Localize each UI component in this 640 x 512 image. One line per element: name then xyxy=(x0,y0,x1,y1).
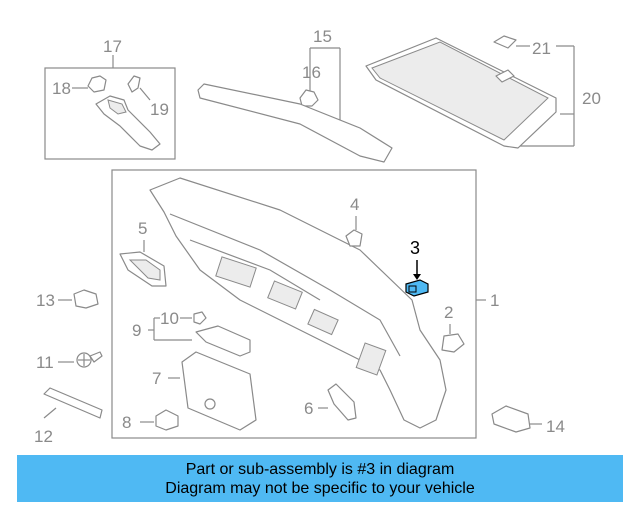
callout-10: 10 xyxy=(160,309,179,328)
callout-15: 15 xyxy=(313,27,332,46)
clip-13 xyxy=(73,289,99,309)
clip-21 xyxy=(493,35,517,49)
banner-line-1: Part or sub-assembly is #3 in diagram xyxy=(185,461,455,478)
clip-16 xyxy=(299,89,319,107)
screw-11 xyxy=(76,351,103,368)
callout-4: 4 xyxy=(350,195,359,214)
callout-18: 18 xyxy=(52,79,71,98)
rail-9 xyxy=(195,325,251,357)
rail-12 xyxy=(43,387,103,419)
group-1-frame xyxy=(111,169,477,439)
callout-6: 6 xyxy=(304,399,313,418)
clip-14 xyxy=(491,405,531,433)
callout-20: 20 xyxy=(582,89,601,108)
clip-4 xyxy=(345,229,363,247)
banner-line-2: Diagram may not be specific to your vehi… xyxy=(165,480,475,497)
part-3-highlighted[interactable] xyxy=(405,279,429,297)
tonneau-handle xyxy=(495,69,515,83)
clip-19 xyxy=(127,75,141,93)
callout-3: 3 xyxy=(410,238,420,258)
callout-14: 14 xyxy=(546,417,565,436)
clip-18 xyxy=(87,75,107,93)
callout-12: 12 xyxy=(34,427,53,446)
callout-7: 7 xyxy=(152,369,161,388)
callout-9: 9 xyxy=(132,321,141,340)
callout-11: 11 xyxy=(36,353,54,372)
clip-6 xyxy=(327,383,357,421)
info-banner: Part or sub-assembly is #3 in diagram Di… xyxy=(17,455,623,502)
group-17-frame xyxy=(44,67,176,160)
callout-17: 17 xyxy=(103,37,122,56)
callout-8: 8 xyxy=(122,413,131,432)
callout-19: 19 xyxy=(150,100,169,119)
callout-21: 21 xyxy=(532,39,551,58)
callout-2: 2 xyxy=(444,303,453,322)
panel-7 xyxy=(181,351,257,431)
callout-16: 16 xyxy=(302,63,321,82)
clip-10 xyxy=(193,311,207,325)
callout-13: 13 xyxy=(36,291,55,310)
clip-8 xyxy=(155,409,179,431)
callout-1: 1 xyxy=(490,291,499,310)
callout-5: 5 xyxy=(138,219,147,238)
bracket-2 xyxy=(441,333,465,353)
garnish-15 xyxy=(197,83,393,163)
parts-diagram: 17 18 19 15 16 21 20 1 2 3 4 xyxy=(34,27,601,446)
